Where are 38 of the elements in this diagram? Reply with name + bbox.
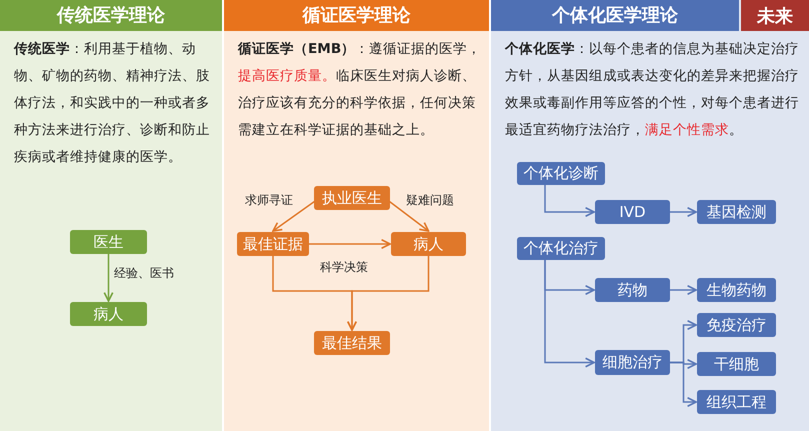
process-box: 药物 [595, 278, 670, 302]
panel [491, 0, 809, 431]
arrow [272, 200, 316, 232]
panel [224, 0, 489, 431]
process-box: IVD [595, 200, 670, 224]
arrow [670, 206, 697, 218]
process-box: 个体化诊断 [517, 162, 605, 185]
panel [0, 0, 222, 431]
process-box: 最佳结果 [314, 331, 390, 355]
description-text: 循证医学（EMB）：遵循证据的医学， 提高医疗质量。临床医生对病人诊断、治疗应该有充分的科学依据，任何决策需建立在科学证据的基础之上。 [238, 40, 482, 140]
process-box: 病人 [391, 232, 466, 256]
arrow [388, 200, 430, 232]
panel-title: 循证医学理论 [224, 0, 489, 31]
process-box: 最佳证据 [237, 232, 309, 256]
arrow [309, 238, 391, 250]
arrow [544, 185, 595, 218]
description-text: 个体化医学：以每个患者的信息为基础决定治疗方针，从基因组成或表达变化的差异来把握治疗效果或毒副作用等应答的个性，对每个患者进行最适宜药物疗法治疗，满足个性需求。 [505, 40, 800, 140]
process-box: 个体化治疗 [517, 237, 605, 260]
arrow [346, 256, 430, 331]
header-tag: 未来 [741, 0, 809, 31]
arrow [670, 284, 697, 296]
process-box: 干细胞 [697, 352, 776, 376]
process-box: 执业医生 [314, 186, 390, 210]
edge-label: 疑难问题 [404, 192, 456, 209]
process-box: 免疫治疗 [697, 313, 776, 337]
process-box: 生物药物 [697, 278, 776, 302]
process-box: 基因检测 [697, 200, 776, 224]
process-box: 细胞治疗 [595, 350, 670, 375]
process-box: 病人 [70, 302, 147, 326]
panel-title: 传统医学理论 [0, 0, 222, 31]
edge-label: 求师寻证 [243, 192, 295, 209]
process-box: 组织工程 [697, 390, 776, 414]
panel-title: 个体化医学理论 [491, 0, 739, 31]
description-text: 传统医学：利用基于植物、动物、矿物的药物、精神疗法、肢体疗法，和实践中的一种或者多种方法来进行治疗、诊断和防止疾病或者维持健康的医学。 [14, 40, 211, 167]
arrow [670, 362, 697, 408]
arrow [544, 260, 595, 368]
arrow [103, 254, 114, 302]
process-box: 医生 [70, 230, 147, 254]
